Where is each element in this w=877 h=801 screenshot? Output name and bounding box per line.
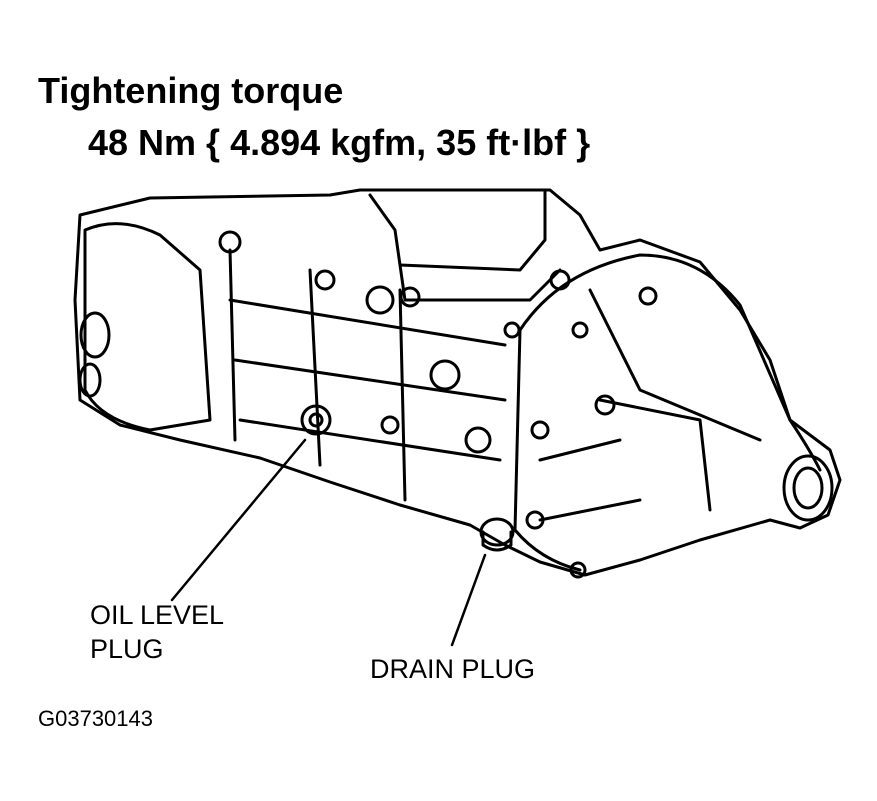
torque-specification: 48 Nm { 4.894 kgfm, 35 ft·lbf } [88,122,591,163]
oil-level-plug-label-line1: OIL LEVEL [90,600,225,630]
drain-plug [479,517,515,552]
case-rib [228,298,507,347]
oil-level-plug-label: OIL LEVEL PLUG [90,598,224,666]
top-cover [368,188,547,272]
case-rib [308,268,322,467]
diagram-title: Tightening torque [38,70,344,111]
output-shaft-flange [782,454,834,522]
drain-plug-label: DRAIN PLUG [370,654,536,684]
drain-plug-leader [450,553,487,647]
extension-housing [518,253,822,472]
case-rib [398,288,407,502]
case-rib [238,418,502,462]
case-bolts [218,230,658,579]
oil-level-plug [300,404,332,436]
case-rib [233,358,507,402]
oil-level-plug-leader [170,438,307,602]
transmission-case-outline [73,188,842,577]
figure-id: G03730143 [38,706,153,731]
bellhousing [83,222,212,432]
oil-level-plug-label-line2: PLUG [90,634,164,664]
case-rib [228,248,237,442]
